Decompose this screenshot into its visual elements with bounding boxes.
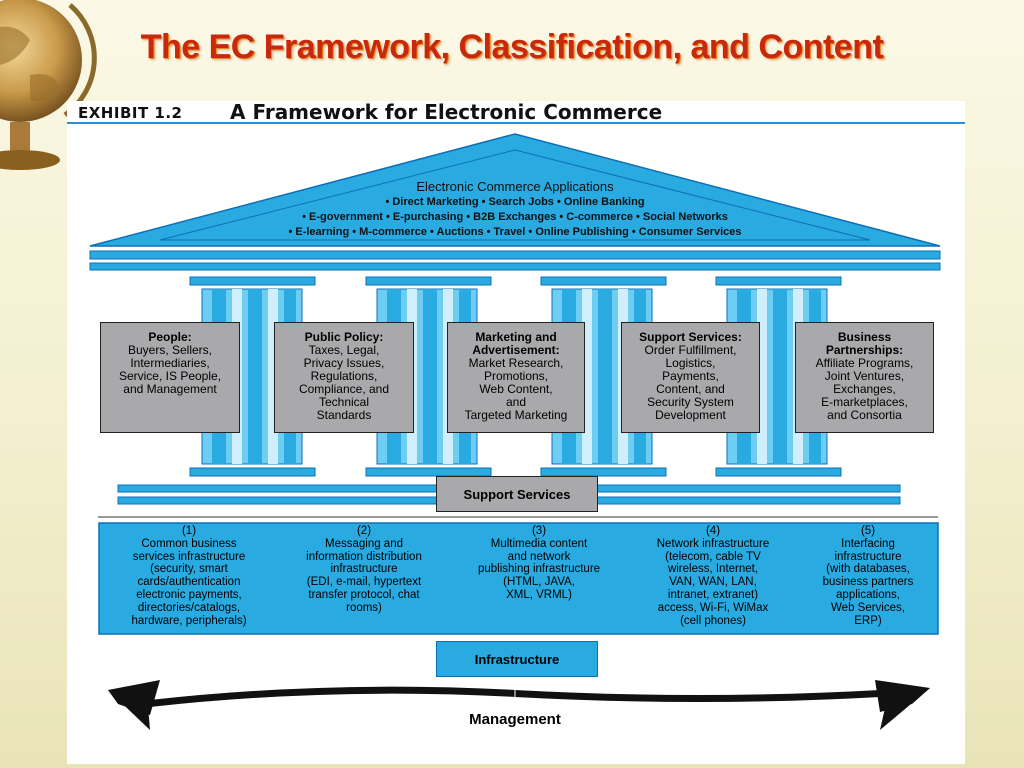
pillar-head: Marketing and (475, 330, 557, 344)
infra-line: infrastructure (834, 550, 902, 563)
pillar-line: Standards (316, 408, 372, 422)
pillar-head: People: (148, 330, 192, 344)
management-label: Management (469, 711, 561, 728)
infra-line: directories/catalogs, (137, 601, 241, 614)
infra-line: and network (507, 550, 571, 563)
infra-num: (4) (705, 525, 721, 537)
pillar-line: Development (655, 408, 726, 422)
infra-num: (2) (356, 525, 372, 537)
infra-line: transfer protocol, chat (308, 588, 420, 601)
pillar-line: Intermediaries, (130, 356, 210, 370)
pillar-box-support-services: Support Services: Order Fulfillment, Log… (621, 322, 760, 433)
infra-line: hardware, peripherals) (131, 614, 247, 627)
pillar-line: Service, IS People, (118, 369, 222, 383)
pillar-head: Business (837, 330, 892, 344)
pillar-box-business-partnerships: Business Partnerships: Affiliate Program… (795, 322, 934, 433)
infra-line: wireless, Internet, (667, 563, 759, 576)
infra-cell-4: (4) Network infrastructure (telecom, cab… (628, 525, 798, 627)
exhibit-title: A Framework for Electronic Commerce (230, 100, 663, 124)
infra-num: (5) (860, 525, 876, 537)
pillar-line: Order Fulfillment, (644, 343, 737, 357)
infrastructure-base (98, 522, 939, 635)
infra-line: publishing infrastructure (477, 563, 601, 576)
infra-line: information distribution (306, 550, 422, 563)
pillar-line: Buyers, Sellers, (127, 343, 213, 357)
infra-line: cards/authentication (137, 576, 241, 589)
pillar-line: Exchanges, (833, 382, 896, 396)
pillar-line: Market Research, (468, 356, 564, 370)
infra-line: electronic payments, (136, 588, 242, 601)
infra-line: Interfacing (841, 537, 895, 550)
infra-line: Common business (141, 537, 237, 550)
pillar-head-2: Advertisement: (472, 343, 560, 357)
pillar-line: Promotions, (483, 369, 549, 383)
roof-title: Electronic Commerce Applications (416, 179, 614, 194)
infra-line: ERP) (854, 614, 882, 627)
infra-line: rooms) (346, 601, 382, 614)
pillar-line: Compliance, and (298, 382, 390, 396)
pillar-line: Regulations, (310, 369, 378, 383)
pillar-line: Targeted Marketing (464, 408, 568, 422)
infra-num: (1) (181, 525, 197, 537)
pillar-line: E-marketplaces, (821, 395, 908, 409)
infra-line: (EDI, e-mail, hypertext (306, 576, 422, 589)
management-arrow (108, 680, 930, 730)
infra-line: services infrastructure (132, 550, 246, 563)
infra-cell-1: (1) Common business services infrastruct… (104, 525, 274, 627)
infrastructure-label-box: Infrastructure (436, 641, 598, 677)
pillar-line: and (505, 395, 527, 409)
infra-line: intranet, extranet) (667, 588, 759, 601)
infra-line: infrastructure (330, 563, 398, 576)
pillar-box-marketing: Marketing and Advertisement: Market Rese… (447, 322, 585, 433)
infra-cell-5: (5) Interfacing infrastructure (with dat… (783, 525, 953, 627)
pillar-box-people: People: Buyers, Sellers, Intermediaries,… (100, 322, 240, 433)
infra-line: (security, smart (150, 563, 228, 576)
infra-line: Messaging and (325, 537, 403, 550)
infra-line: Multimedia content (490, 537, 588, 550)
pillar-line: Joint Ventures, (824, 369, 905, 383)
pillar-head: Public Policy: (304, 330, 384, 344)
pillar-line: Logistics, (665, 356, 716, 370)
infra-line: applications, (836, 588, 900, 601)
pillar-line: Privacy Issues, (303, 356, 385, 370)
pillar-line: Security System (647, 395, 734, 409)
slide-title: The EC Framework, Classification, and Co… (140, 28, 884, 66)
pillar-line: Web Content, (479, 382, 553, 396)
pillar-line: and Management (123, 382, 217, 396)
infra-line: (cell phones) (680, 614, 746, 627)
roof-line-2: • E-government • E-purchasing • B2B Exch… (302, 211, 728, 223)
pillar-line: Content, and (656, 382, 725, 396)
pillar-line: Technical (318, 395, 370, 409)
pillar-line: Payments, (662, 369, 719, 383)
infra-line: access, Wi-Fi, WiMax (657, 601, 769, 614)
infra-line: (with databases, (826, 563, 910, 576)
infra-cell-3: (3) Multimedia content and network publi… (454, 525, 624, 602)
roof-inner (159, 149, 871, 241)
infra-line: XML, VRML) (506, 588, 572, 601)
infra-line: (HTML, JAVA, (503, 576, 575, 589)
infra-num: (3) (531, 525, 547, 537)
exhibit-label: EXHIBIT 1.2 (78, 104, 183, 122)
roof-beam-bottom (89, 262, 941, 271)
infra-line: Web Services, (831, 601, 905, 614)
support-services-box: Support Services (436, 476, 598, 512)
infra-line: business partners (822, 576, 914, 589)
roof-beam-top (89, 250, 941, 260)
pillar-line: and Consortia (827, 408, 902, 422)
roof-line-3: • E-learning • M-commerce • Auctions • T… (288, 226, 742, 238)
pillar-head-2: Partnerships: (825, 343, 904, 357)
pillar-head: Support Services: (639, 330, 742, 344)
roof-line-1: • Direct Marketing • Search Jobs • Onlin… (385, 196, 645, 208)
pillar-box-public-policy: Public Policy: Taxes, Legal, Privacy Iss… (274, 322, 414, 433)
infra-line: Network infrastructure (656, 537, 770, 550)
pillar-line: Affiliate Programs, (815, 356, 914, 370)
pillar-line: Taxes, Legal, (308, 343, 380, 357)
infra-line: (telecom, cable TV (665, 550, 761, 563)
exhibit-header-bar (67, 101, 965, 124)
infra-line: VAN, WAN, LAN, (669, 576, 757, 589)
infra-cell-2: (2) Messaging and information distributi… (279, 525, 449, 615)
